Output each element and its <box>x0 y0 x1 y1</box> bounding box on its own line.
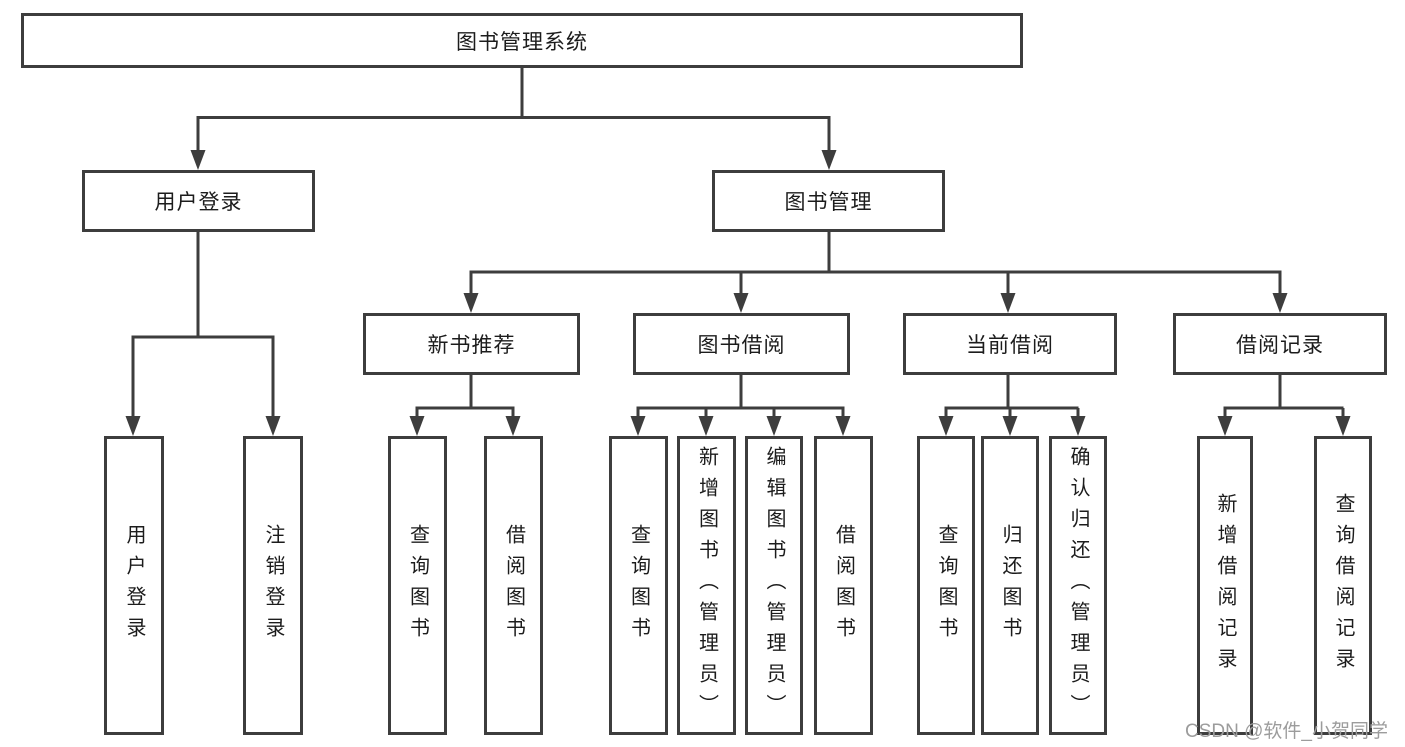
csdn-watermark: CSDN @软件_小贺同学 <box>1185 721 1388 742</box>
node-label: 用户登录 <box>154 191 243 214</box>
node-logout-action: 注销登录 <box>243 436 303 735</box>
arrow-down-icon <box>938 416 954 436</box>
edge-borrow-records-to-leaves <box>1217 375 1351 436</box>
node-label: 查询图书 <box>935 523 957 648</box>
node-user-login: 用户登录 <box>82 170 315 232</box>
node-label: 图书借阅 <box>697 334 786 357</box>
node-book-management: 图书管理 <box>712 170 945 232</box>
node-label: 查询图书 <box>627 523 650 648</box>
node-query-books-borrow: 查询图书 <box>609 436 668 735</box>
node-label: 当前借阅 <box>966 334 1054 357</box>
arrow-down-icon <box>1000 293 1016 313</box>
node-borrow-books-action: 借阅图书 <box>814 436 873 735</box>
node-label: 图书管理 <box>784 191 873 214</box>
edge-book-borrow-to-leaves <box>630 375 851 436</box>
node-label: 注销登录 <box>262 523 284 648</box>
arrow-down-icon <box>125 416 141 436</box>
arrow-down-icon <box>1002 416 1018 436</box>
arrow-down-icon <box>1272 293 1288 313</box>
arrow-down-icon <box>1217 416 1233 436</box>
node-add-borrow-record: 新增借阅记录 <box>1197 436 1253 735</box>
node-query-books-current: 查询图书 <box>917 436 975 735</box>
node-edit-books-admin: 编辑图书（管理员） <box>745 436 803 735</box>
arrow-down-icon <box>1070 416 1086 436</box>
node-label: 查询图书 <box>406 523 429 648</box>
node-query-books-recommend: 查询图书 <box>388 436 447 735</box>
arrow-down-icon <box>630 416 646 436</box>
edge-book-management-to-level3 <box>463 232 1288 313</box>
arrow-down-icon <box>409 416 425 436</box>
node-label: 借阅图书 <box>832 523 855 648</box>
arrow-down-icon <box>505 416 521 436</box>
node-label: 新书推荐 <box>427 334 516 357</box>
node-label: 编辑图书（管理员） <box>763 446 785 725</box>
node-user-login-action: 用户登录 <box>104 436 164 735</box>
node-borrow-books-recommend: 借阅图书 <box>484 436 543 735</box>
arrow-down-icon <box>835 416 851 436</box>
node-label: 归还图书 <box>999 523 1021 648</box>
node-label: 借阅图书 <box>502 523 525 648</box>
arrow-down-icon <box>821 150 837 170</box>
node-add-books-admin: 新增图书（管理员） <box>677 436 736 735</box>
node-library-system: 图书管理系统 <box>21 13 1023 68</box>
arrow-down-icon <box>733 293 749 313</box>
arrow-down-icon <box>463 293 479 313</box>
node-confirm-return-admin: 确认归还（管理员） <box>1049 436 1107 735</box>
arrow-down-icon <box>766 416 782 436</box>
edge-root-to-level2 <box>190 68 837 170</box>
node-label: 新增借阅记录 <box>1214 492 1236 679</box>
node-label: 用户登录 <box>123 523 145 648</box>
node-label: 确认归还（管理员） <box>1067 446 1089 725</box>
edge-new-book-recommend-to-leaves <box>409 375 521 436</box>
arrow-down-icon <box>190 150 206 170</box>
node-label: 借阅记录 <box>1236 334 1324 357</box>
node-borrow-records: 借阅记录 <box>1173 313 1387 375</box>
node-new-book-recommend: 新书推荐 <box>363 313 580 375</box>
edge-user-login-to-leaves <box>125 232 281 436</box>
arrow-down-icon <box>265 416 281 436</box>
node-query-borrow-record: 查询借阅记录 <box>1314 436 1372 735</box>
arrow-down-icon <box>698 416 714 436</box>
arrow-down-icon <box>1335 416 1351 436</box>
node-current-borrow: 当前借阅 <box>903 313 1117 375</box>
node-label: 查询借阅记录 <box>1332 492 1354 679</box>
node-label: 图书管理系统 <box>456 30 588 54</box>
edge-current-borrow-to-leaves <box>938 375 1086 436</box>
node-label: 新增图书（管理员） <box>695 446 718 725</box>
node-return-books: 归还图书 <box>981 436 1039 735</box>
node-book-borrow: 图书借阅 <box>633 313 850 375</box>
